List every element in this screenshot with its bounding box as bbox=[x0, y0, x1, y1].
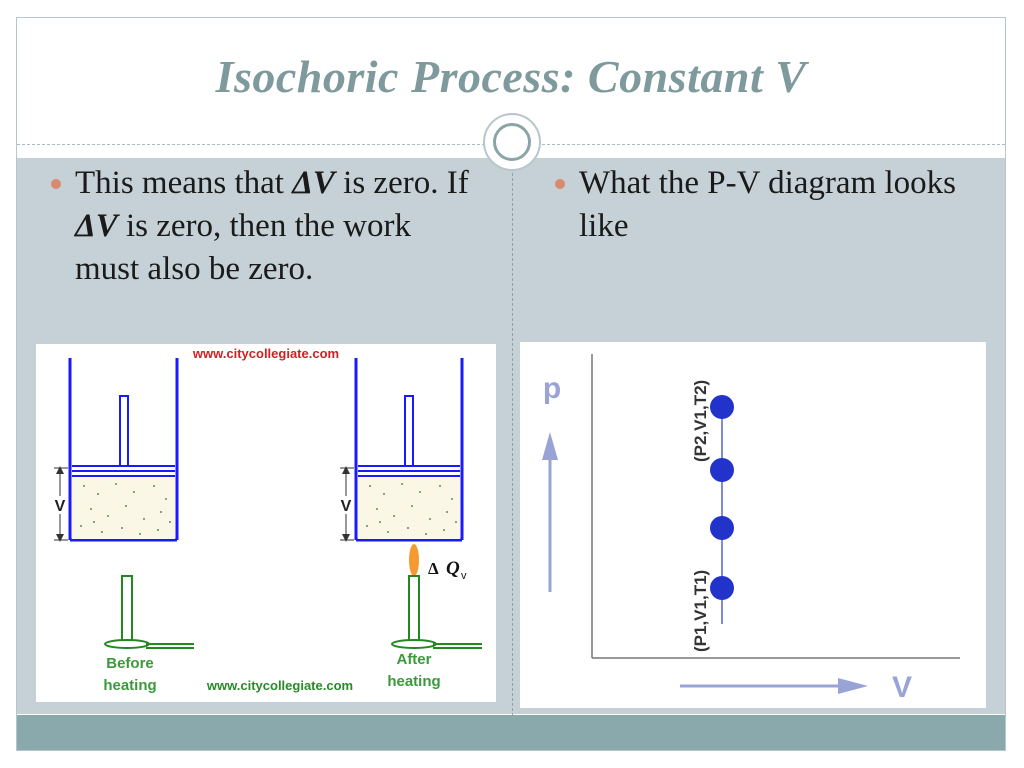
left-bullet-part-1: This means that bbox=[75, 165, 293, 201]
slide-title: Isochoric Process: Constant V bbox=[215, 51, 807, 102]
before-label-line2: heating bbox=[103, 677, 156, 694]
after-label-line1: After bbox=[396, 651, 431, 668]
right-bullet-text: What the P-V diagram looks like bbox=[579, 165, 956, 244]
before-label-line1: Before bbox=[106, 655, 154, 672]
column-divider bbox=[512, 168, 513, 716]
after-label-line2: heating bbox=[387, 673, 440, 690]
x-arrow-head bbox=[838, 678, 868, 694]
bullet-dot-right bbox=[555, 179, 565, 189]
flame-icon bbox=[409, 544, 419, 576]
left-bullet-text: This means that ΔV is zero. If ΔV is zer… bbox=[75, 162, 475, 291]
burner-before bbox=[104, 575, 194, 649]
cylinder-after bbox=[339, 358, 464, 542]
circle-ornament-inner bbox=[493, 123, 531, 161]
watermark-top: www.citycollegiate.com bbox=[192, 346, 339, 361]
heat-subscript: v bbox=[461, 570, 467, 582]
volume-label-before: V bbox=[55, 498, 66, 515]
footer-bar bbox=[17, 715, 1005, 750]
delta-v-term-2: ΔV bbox=[75, 208, 118, 244]
watermark-bottom: www.citycollegiate.com bbox=[206, 678, 353, 693]
pv-diagram-svg: p V (P2,V1,T2) (P1,V1,T1) bbox=[542, 354, 960, 704]
y-arrow-head bbox=[542, 432, 558, 460]
heat-q-symbol: Q bbox=[446, 558, 460, 579]
y-axis-label: p bbox=[543, 372, 561, 405]
delta-v-term-1: ΔV bbox=[292, 165, 335, 201]
state-point-1 bbox=[710, 395, 734, 419]
state-point-3 bbox=[710, 516, 734, 540]
state-point-2 bbox=[710, 458, 734, 482]
piston-figure-svg: www.citycollegiate.com bbox=[53, 346, 482, 694]
left-bullet-part-3: is zero, then the work must also be zero… bbox=[75, 208, 411, 287]
title-circle-ornament bbox=[483, 113, 541, 171]
state-point-4 bbox=[710, 576, 734, 600]
x-axis-label: V bbox=[892, 671, 912, 704]
slide: Isochoric Process: Constant V This means… bbox=[16, 17, 1006, 751]
bullet-dot-left bbox=[51, 179, 61, 189]
piston-heating-figure: www.citycollegiate.com bbox=[36, 344, 496, 702]
burner-after bbox=[391, 544, 482, 649]
pv-diagram-figure: p V (P2,V1,T2) (P1,V1,T1) bbox=[520, 342, 986, 708]
state-label-top: (P2,V1,T2) bbox=[691, 380, 710, 462]
cylinder-before bbox=[53, 358, 179, 542]
volume-label-after: V bbox=[341, 498, 352, 515]
heat-delta-symbol: Δ bbox=[428, 559, 439, 578]
left-bullet-part-2: is zero. If bbox=[334, 165, 469, 201]
state-label-bottom: (P1,V1,T1) bbox=[691, 570, 710, 652]
